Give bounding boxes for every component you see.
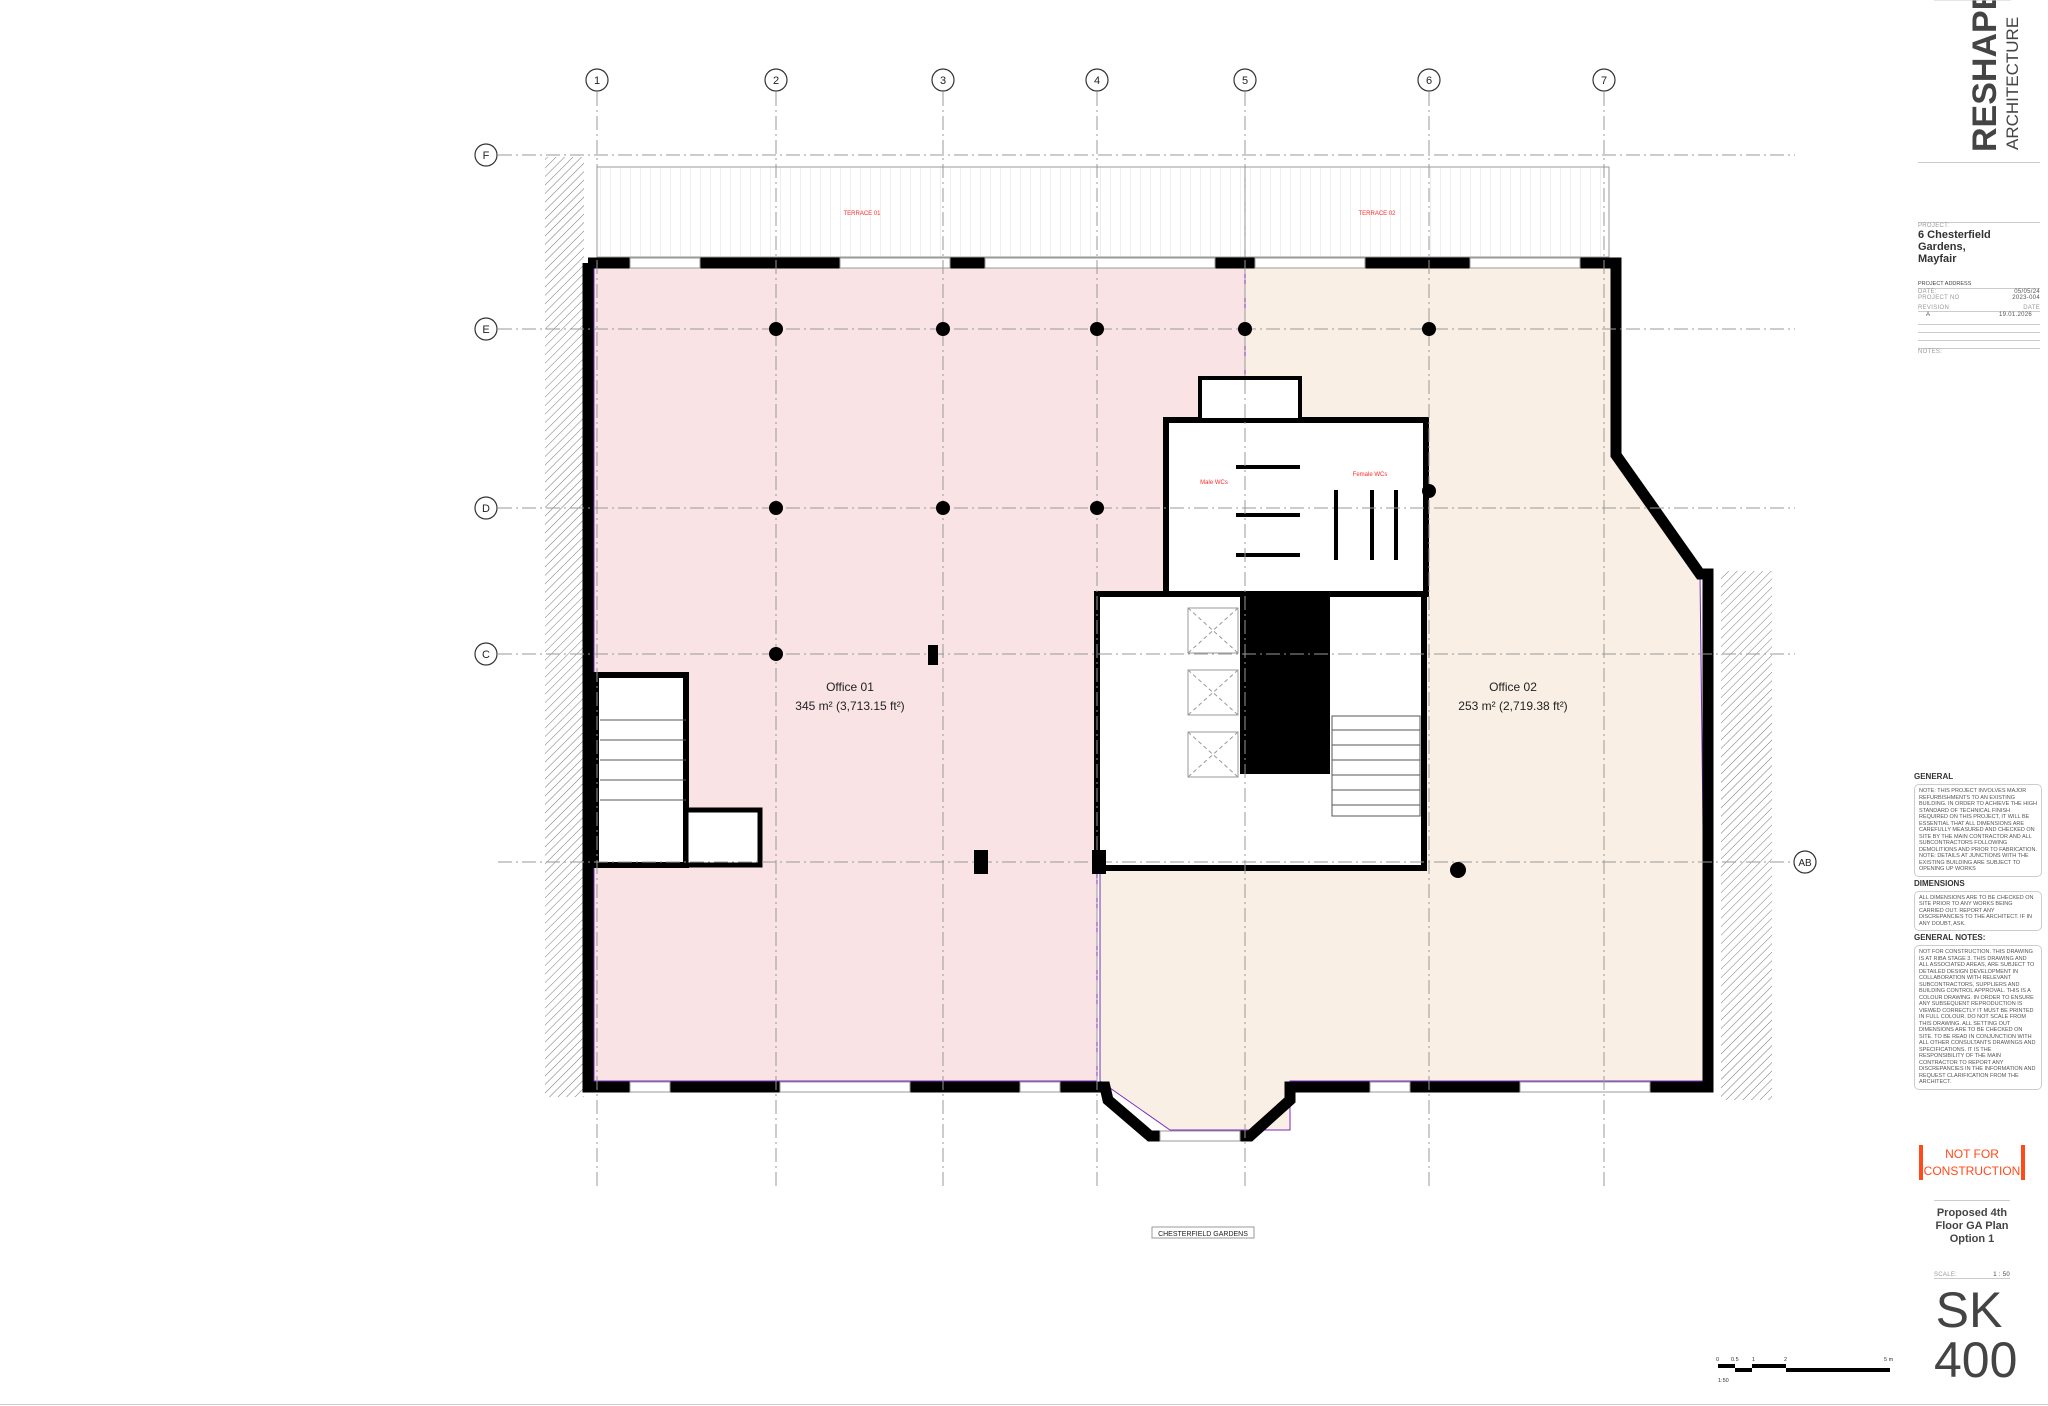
revision-date-label: DATE — [2023, 305, 2040, 311]
project-name: 6 Chesterfield Gardens, Mayfair — [1918, 229, 1991, 265]
general-notes: NOT FOR CONSTRUCTION. THIS DRAWING IS AT… — [1914, 945, 2042, 1090]
male-wc-label: Male WCs — [1200, 480, 1228, 486]
grid-bubbles — [474, 68, 1817, 874]
lift-shafts — [1187, 607, 1239, 778]
core-riser — [1240, 594, 1330, 774]
grid-label-2: 2 — [773, 75, 779, 87]
scale-tick-1: 1 — [1752, 1357, 1755, 1363]
scale-tick-0: 0 — [1716, 1357, 1719, 1363]
office-01-name: Office 01 — [826, 680, 874, 694]
revision-date: 19.01.2026 — [1998, 312, 2032, 318]
party-wall-left — [545, 157, 584, 1097]
terrace — [596, 166, 1610, 258]
project-no-label: PROJECT NO — [1918, 295, 1960, 301]
project-label: PROJECT: — [1918, 223, 1950, 229]
project-info: PROJECT: 6 Chesterfield Gardens, Mayfair… — [1918, 222, 2040, 355]
firm-logo: RESHAPE ARCHITECTURE — [1966, 0, 2022, 152]
office-01-area: 345 m² (3,713.15 ft²) — [795, 699, 904, 713]
notes-label: NOTES: — [1918, 349, 1943, 355]
grid-label-5: 5 — [1242, 75, 1248, 87]
revision-value: A — [1926, 312, 1931, 318]
notes-section: GENERAL NOTE: THIS PROJECT INVOLVES MAJO… — [1914, 770, 2042, 1090]
dimensions-heading: DIMENSIONS — [1914, 878, 1965, 888]
office-02-name: Office 02 — [1489, 680, 1537, 694]
grid-label-6: 6 — [1426, 75, 1432, 87]
terrace-01-label: TERRACE 01 — [843, 211, 881, 217]
party-wall-right — [1721, 571, 1772, 1100]
scale-bar: 0 0.5 1 2 5 m 1:50 — [1716, 1357, 1894, 1384]
grid-label-D: D — [482, 503, 490, 515]
project-no-value: 2023-004 — [2012, 295, 2040, 301]
scale-value: 1 : 50 — [1993, 1272, 2010, 1278]
grid-label-C: C — [482, 649, 490, 661]
structural-columns — [769, 322, 1466, 878]
drawing-title: Proposed 4th Floor GA Plan Option 1 — [1935, 1207, 2009, 1245]
grid-label-AB: AB — [1798, 858, 1812, 869]
stair-west — [593, 672, 763, 868]
windows — [629, 257, 1651, 1142]
date-value: 05/05/24 — [2014, 289, 2040, 295]
general-notes-heading: GENERAL NOTES: — [1914, 933, 1986, 942]
grid-lines — [498, 92, 1795, 1188]
scale-label: SCALE: — [1934, 1272, 1958, 1278]
external-wall — [582, 257, 1714, 1142]
grid-label-F: F — [483, 150, 490, 162]
general-note: NOTE: THIS PROJECT INVOLVES MAJOR REFURB… — [1914, 784, 2042, 877]
revision-label: REVISION — [1918, 305, 1950, 311]
date-label: DATE: — [1918, 289, 1937, 295]
title-block-header — [1918, 162, 2040, 163]
grid-label-3: 3 — [940, 75, 946, 87]
wc-block — [1163, 417, 1429, 597]
office-02-area: 253 m² (2,719.38 ft²) — [1458, 699, 1567, 713]
grid-label-E: E — [482, 324, 489, 336]
stair-core — [1331, 715, 1421, 817]
not-for-construction-stamp: NOT FOR CONSTRUCTION — [1919, 1145, 2025, 1180]
svg-text:ARCHITECTURE: ARCHITECTURE — [2003, 17, 2022, 150]
female-wc-label: Female WCs — [1353, 472, 1388, 478]
terrace-02-label: TERRACE 02 — [1358, 211, 1396, 217]
street-label: CHESTERFIELD GARDENS — [1158, 1231, 1248, 1238]
sheet-number: SK 400 — [1934, 1282, 2018, 1388]
grid-label-4: 4 — [1094, 75, 1100, 87]
scale-ratio: 1:50 — [1718, 1378, 1729, 1384]
grid-label-1: 1 — [594, 75, 600, 87]
dimensions-note: ALL DIMENSIONS ARE TO BE CHECKED ON SITE… — [1914, 890, 2042, 931]
page-border — [0, 1404, 2048, 1405]
scale-tick-5: 5 m — [1884, 1357, 1894, 1363]
project-address-label: PROJECT ADDRESS — [1918, 281, 1972, 287]
general-heading: GENERAL — [1914, 772, 1954, 781]
drawing-info: Proposed 4th Floor GA Plan Option 1 SCAL… — [1934, 1200, 2018, 1388]
svg-text:RESHAPE: RESHAPE — [1966, 0, 2004, 152]
scale-tick-2: 2 — [1784, 1357, 1787, 1363]
scale-tick-0-5: 0.5 — [1731, 1357, 1739, 1363]
grid-label-7: 7 — [1601, 75, 1607, 87]
